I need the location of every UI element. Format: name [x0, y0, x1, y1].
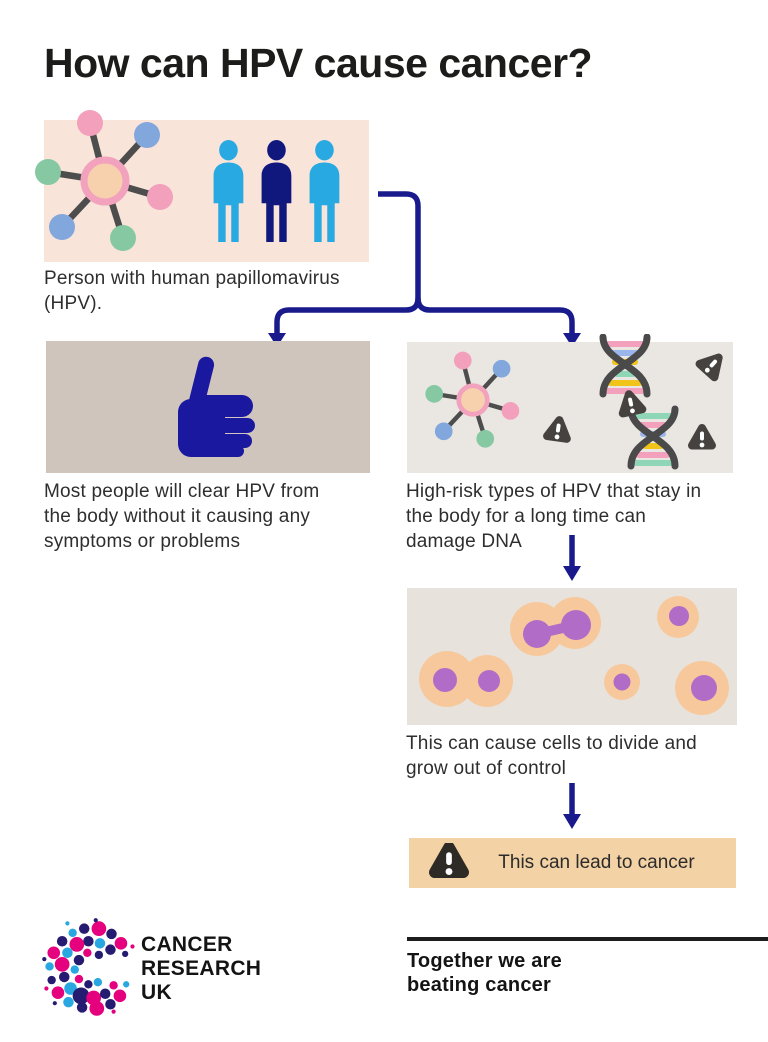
cancer-research-uk-logo: [42, 918, 135, 1016]
dna-helix-icon: [599, 334, 679, 470]
footer-divider: [407, 937, 768, 941]
tagline-line-1: Together we are: [407, 950, 562, 972]
hpv-virus-icon: [33, 109, 177, 253]
branch-arrow: [268, 191, 581, 347]
three-people-icon: [213, 140, 340, 242]
brand-line-1: CANCER: [141, 933, 233, 956]
down-arrow: [563, 783, 581, 829]
warning-triangle-icon: [429, 843, 469, 878]
caption-clear-hpv: Most people will clear HPV from the body…: [44, 481, 320, 553]
tagline-line-2: beating cancer: [407, 974, 551, 996]
warning-triangle-icon: [547, 419, 570, 441]
brand-line-2: RESEARCH: [141, 957, 262, 981]
brand-line-3: UK: [141, 981, 172, 1005]
banner-lead-to-cancer: This can lead to cancer: [409, 838, 736, 888]
tagline: Together we are beating cancer: [407, 949, 562, 997]
warning-triangle-icon: [619, 392, 643, 415]
arrowhead-left: [268, 333, 286, 347]
brand-wordmark: CANCER RESEARCH UK: [141, 933, 261, 1005]
dividing-cells-icon: [419, 596, 729, 715]
caption-dividing-cells: This can cause cells to divide and grow …: [406, 733, 697, 780]
warning-triangle-icon: [698, 351, 726, 379]
thumbs-up-icon: [178, 356, 255, 457]
caption-damage-dna: High-risk types of HPV that stay in the …: [406, 481, 702, 553]
down-arrow: [563, 535, 581, 581]
caption-person-with-hpv: Person with human papillomavirus (HPV).: [44, 268, 340, 315]
warning-triangle-icon: [692, 428, 712, 447]
person-icon: [213, 140, 340, 242]
warning-triangles: [407, 342, 733, 473]
arrowhead-right: [563, 333, 581, 347]
page-title: How can HPV cause cancer?: [44, 40, 593, 86]
banner-label: This can lead to cancer: [498, 852, 695, 873]
